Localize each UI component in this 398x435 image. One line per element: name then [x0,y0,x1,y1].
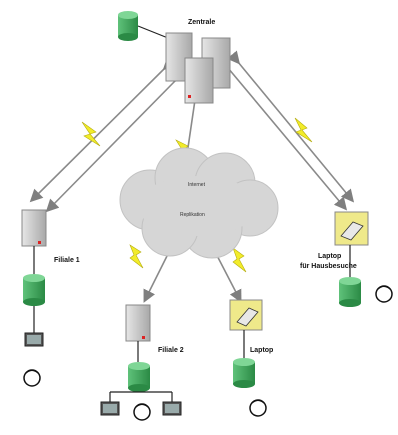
lightning-icon [81,121,101,147]
zentrale-label: Zentrale [188,19,215,26]
laptop-hausbesuche-line2: für Hausbesuche [300,263,357,270]
laptop-label: Laptop [250,347,273,354]
server-icon [125,304,151,342]
database-icon [23,274,45,306]
filiale2-label: Filiale 2 [158,347,184,354]
database-icon [128,362,150,392]
user-avatar-icon [375,285,393,303]
user-avatar-icon [133,403,151,421]
cloud-icon [119,147,279,259]
database-icon [118,11,138,41]
lightning-icon [294,117,313,143]
client-computer-icon [162,401,182,416]
laptop-icon [229,299,263,331]
cloud-internet-label: Internet [188,182,206,188]
database-icon [339,277,361,307]
laptop-hausbesuche-line1: Laptop [318,253,341,260]
user-avatar-icon [23,369,41,387]
filiale1-label: Filiale 1 [54,257,80,264]
cloud-replikation-label: Replikation [180,212,205,218]
laptop-icon [334,211,369,246]
lightning-icon [232,247,247,273]
database-icon [233,358,255,388]
user-avatar-icon [249,399,267,417]
client-computer-icon [100,401,120,416]
server-icon [21,209,47,247]
lightning-icon [129,244,144,269]
server-icon [165,32,231,104]
client-computer-icon [24,332,44,347]
